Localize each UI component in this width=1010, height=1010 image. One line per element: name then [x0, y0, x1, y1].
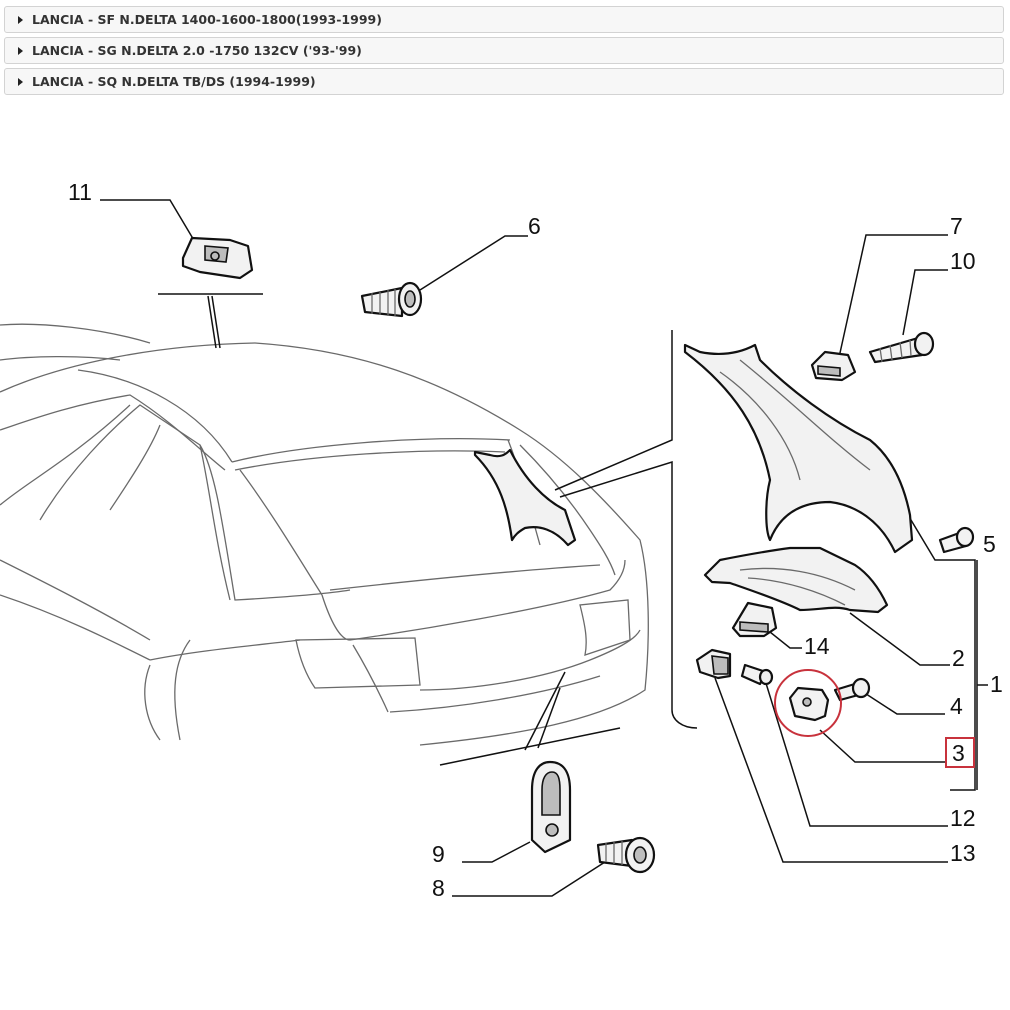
- caret-right-icon: [18, 78, 23, 86]
- callout-8[interactable]: 8: [432, 875, 445, 901]
- callout-4[interactable]: 4: [950, 693, 963, 719]
- callout-13[interactable]: 13: [950, 840, 976, 866]
- part-4-screw: [833, 677, 871, 702]
- callout-10[interactable]: 10: [950, 248, 976, 274]
- callout-3[interactable]: 3: [952, 740, 965, 766]
- accordion-label: LANCIA - SG N.DELTA 2.0 -1750 132CV ('93…: [32, 43, 362, 58]
- selected-part-highlight: [774, 669, 842, 737]
- callout-14[interactable]: 14: [804, 633, 830, 659]
- part-14-clip: [731, 601, 778, 638]
- part-10-screw: [868, 331, 935, 364]
- callout-5[interactable]: 5: [983, 531, 996, 557]
- callout-labels: 11 6 7 10 5 2 1 14 4 3 12 13 9 8: [68, 179, 1003, 901]
- callout-1[interactable]: 1: [990, 671, 1003, 697]
- callout-9[interactable]: 9: [432, 841, 445, 867]
- callout-7[interactable]: 7: [950, 213, 963, 239]
- part-1-pillar-trim-large: [683, 343, 914, 554]
- caret-right-icon: [18, 16, 23, 24]
- accordion-header-sg[interactable]: LANCIA - SG N.DELTA 2.0 -1750 132CV ('93…: [4, 37, 1004, 64]
- part-1-pillar-trim-small: [473, 448, 577, 547]
- callout-12[interactable]: 12: [950, 805, 976, 831]
- part-13-block: [695, 648, 732, 680]
- part-5-screw: [938, 526, 975, 554]
- part-9-ring: [530, 760, 572, 854]
- caret-right-icon: [18, 47, 23, 55]
- part-7-cap: [810, 350, 857, 382]
- callout-11[interactable]: 11: [68, 179, 92, 205]
- accordion-label: LANCIA - SQ N.DELTA TB/DS (1994-1999): [32, 74, 316, 89]
- accordion-header-sf[interactable]: LANCIA - SF N.DELTA 1400-1600-1800(1993-…: [4, 6, 1004, 33]
- selected-callout-box: [945, 737, 975, 768]
- callout-2[interactable]: 2: [952, 645, 965, 671]
- car-outline: [0, 323, 649, 746]
- part-2-panel: [703, 546, 889, 614]
- leader-lines: [100, 199, 988, 897]
- accordion-header-sq[interactable]: LANCIA - SQ N.DELTA TB/DS (1994-1999): [4, 68, 1004, 95]
- part-8-screw: [596, 836, 656, 874]
- part-12-screw: [740, 663, 774, 686]
- part-6-screw: [360, 281, 423, 318]
- callout-6[interactable]: 6: [528, 213, 541, 239]
- part-11-clip: [181, 236, 254, 280]
- accordion-label: LANCIA - SF N.DELTA 1400-1600-1800(1993-…: [32, 12, 382, 27]
- part-3-bracket: [788, 686, 830, 722]
